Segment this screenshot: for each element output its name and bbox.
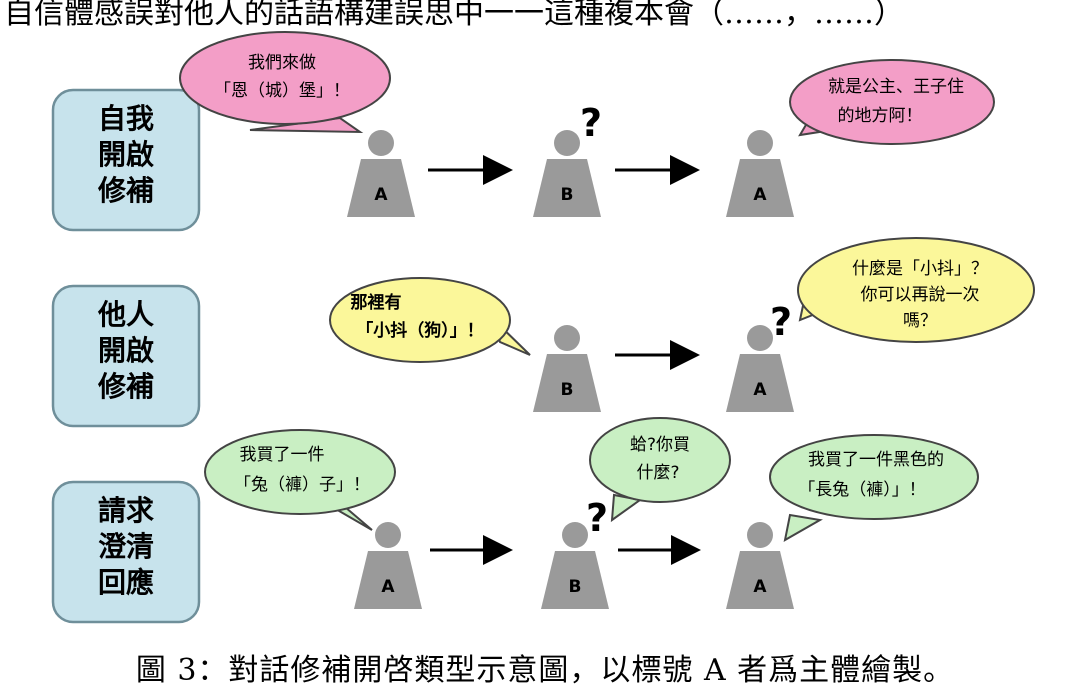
question-mark-icon: ?	[586, 496, 608, 540]
bubble-text: 的地方阿！	[838, 106, 923, 126]
bubble-text: 你可以再說一次	[861, 285, 980, 305]
figure-label: A	[374, 185, 388, 205]
repair-diagram: 自我 開啟 修補 他人 開啟 修補 請求 澄清 回應 我們來做 「恩（城）堡」！…	[51, 31, 1035, 624]
speech-bubble: 我買了一件黑色的 「長兔（褲）」！	[769, 434, 979, 542]
question-mark-icon: ?	[580, 101, 602, 145]
label-line: 澄清	[98, 530, 154, 563]
row-label-self-initiated: 自我 開啟 修補	[51, 88, 201, 232]
label-line: 開啟	[98, 334, 154, 367]
person-a-icon: A	[726, 325, 794, 412]
speech-bubble: 什麼是「小抖」？ 你可以再說一次 嗎？	[797, 237, 1035, 343]
bubble-text: 那裡有	[351, 292, 402, 313]
figure-label: A	[753, 185, 767, 205]
speech-bubble: 就是公主、王子住 的地方阿！	[789, 59, 995, 145]
bubble-text: 什麼?	[636, 463, 679, 483]
bubble-text: 「長兔（褲）」！	[798, 480, 926, 500]
bubble-text: 就是公主、王子住	[828, 77, 964, 97]
figure-caption: 圖 3：對話修補開啓類型示意圖，以標號 A 者爲主體繪製。	[135, 653, 955, 688]
label-line: 他人	[97, 298, 154, 331]
figure-label: B	[561, 380, 574, 400]
person-b-icon: B	[533, 325, 601, 412]
speech-bubble: 那裡有 「小抖（狗）」！	[329, 277, 531, 363]
label-line: 回應	[98, 566, 154, 599]
figure-label: A	[753, 577, 767, 597]
speech-bubble: 蛤?你買 什麼?	[589, 417, 731, 523]
label-line: 修補	[97, 174, 154, 207]
row-label-other-initiated: 他人 開啟 修補	[51, 284, 201, 428]
person-b-icon: B	[533, 130, 601, 217]
person-a-icon: A	[726, 522, 794, 609]
figure-label: A	[753, 380, 767, 400]
row-label-clarification: 請求 澄清 回應	[51, 480, 201, 624]
figure-label: B	[569, 577, 582, 597]
label-line: 請求	[98, 494, 154, 527]
bubble-text: 「恩（城）堡」！	[214, 81, 350, 101]
speech-bubble: 我買了一件 「兔（褲）子」！	[204, 429, 396, 531]
bubble-text: 「小抖（狗）」！	[356, 320, 484, 341]
person-b-icon: B	[541, 522, 609, 609]
bubble-text: 「兔（褲）子」！	[234, 475, 370, 495]
label-line: 開啟	[98, 138, 154, 171]
bubble-text: 我買了一件黑色的	[808, 450, 944, 470]
bubble-text: 嗎？	[903, 311, 937, 331]
person-a-icon: A	[347, 130, 415, 217]
bubble-text: 什麼是「小抖」？	[852, 259, 988, 279]
person-a-icon: A	[354, 522, 422, 609]
cropped-top-text: 自信體感誤對他人的話語構建誤思中一一這種複本會（……，……）	[4, 0, 904, 31]
speech-bubble: 我們來做 「恩（城）堡」！	[179, 31, 391, 134]
bubble-text: 我們來做	[248, 53, 316, 73]
figure-label: B	[561, 185, 574, 205]
person-a-icon: A	[726, 130, 794, 217]
figure-label: A	[381, 577, 395, 597]
bubble-text: 蛤?你買	[630, 435, 690, 455]
label-line: 自我	[98, 102, 154, 135]
bubble-text: 我買了一件	[240, 445, 325, 465]
question-mark-icon: ?	[770, 300, 792, 344]
label-line: 修補	[97, 370, 154, 403]
